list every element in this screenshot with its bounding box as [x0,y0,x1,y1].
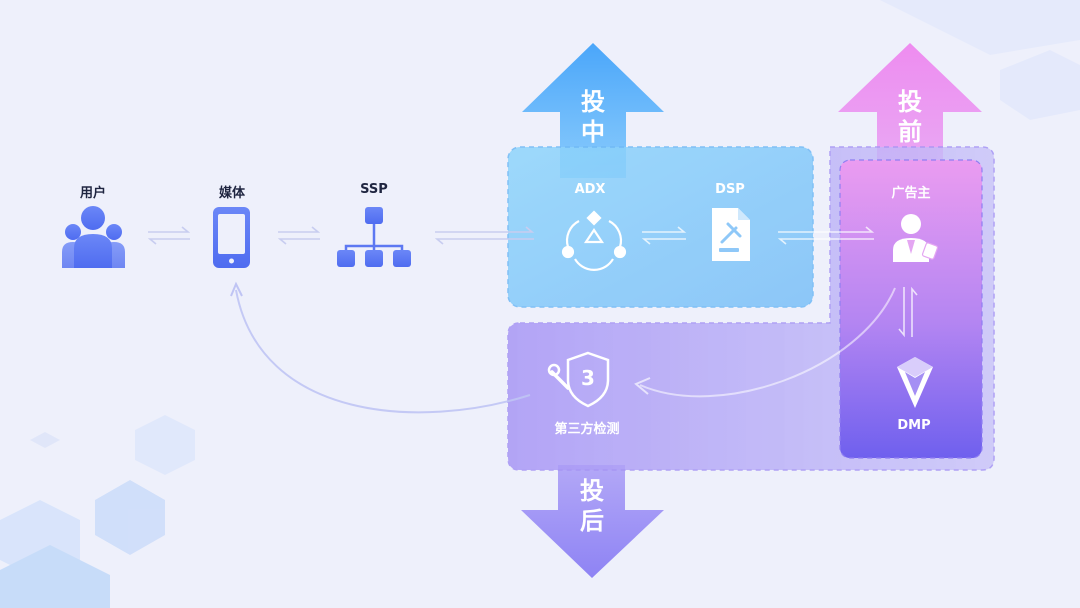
phase-after-char-1: 投 [580,477,604,505]
users-icon [62,206,125,268]
phase-before-char-2: 前 [898,118,922,146]
hierarchy-icon [337,207,411,267]
node-label-dmp: DMP [897,418,931,433]
exchange-cycle-icon [561,210,627,272]
node-label-dsp: DSP [715,182,745,197]
node-label-advertiser: 广告主 [891,186,931,201]
node-label-third-party: 第三方检测 [554,422,620,437]
shield-number: 3 [581,366,595,390]
trading-zone [507,146,814,308]
exchange-arrows [147,226,918,338]
mobile-phone-icon [213,207,250,268]
node-label-media: 媒体 [218,186,245,201]
node-label-ssp: SSP [360,182,388,197]
phase-during-char-2: 中 [581,118,605,146]
phase-during-char-1: 投 [581,88,605,116]
business-person-icon [893,214,939,262]
auction-document-icon [712,208,750,261]
node-label-adx: ADX [574,182,606,197]
shield-wrench-icon [547,351,610,408]
feedback-curves [230,281,896,414]
diamond-icon [897,357,933,408]
phase-before-char-1: 投 [898,88,922,116]
phase-after-char-2: 后 [580,507,604,535]
node-label-user: 用户 [79,186,106,201]
phase-during-arrow [522,43,664,178]
advertiser-zone [839,159,983,459]
phase-before-arrow [838,43,982,178]
phase-after-arrow [521,465,664,578]
